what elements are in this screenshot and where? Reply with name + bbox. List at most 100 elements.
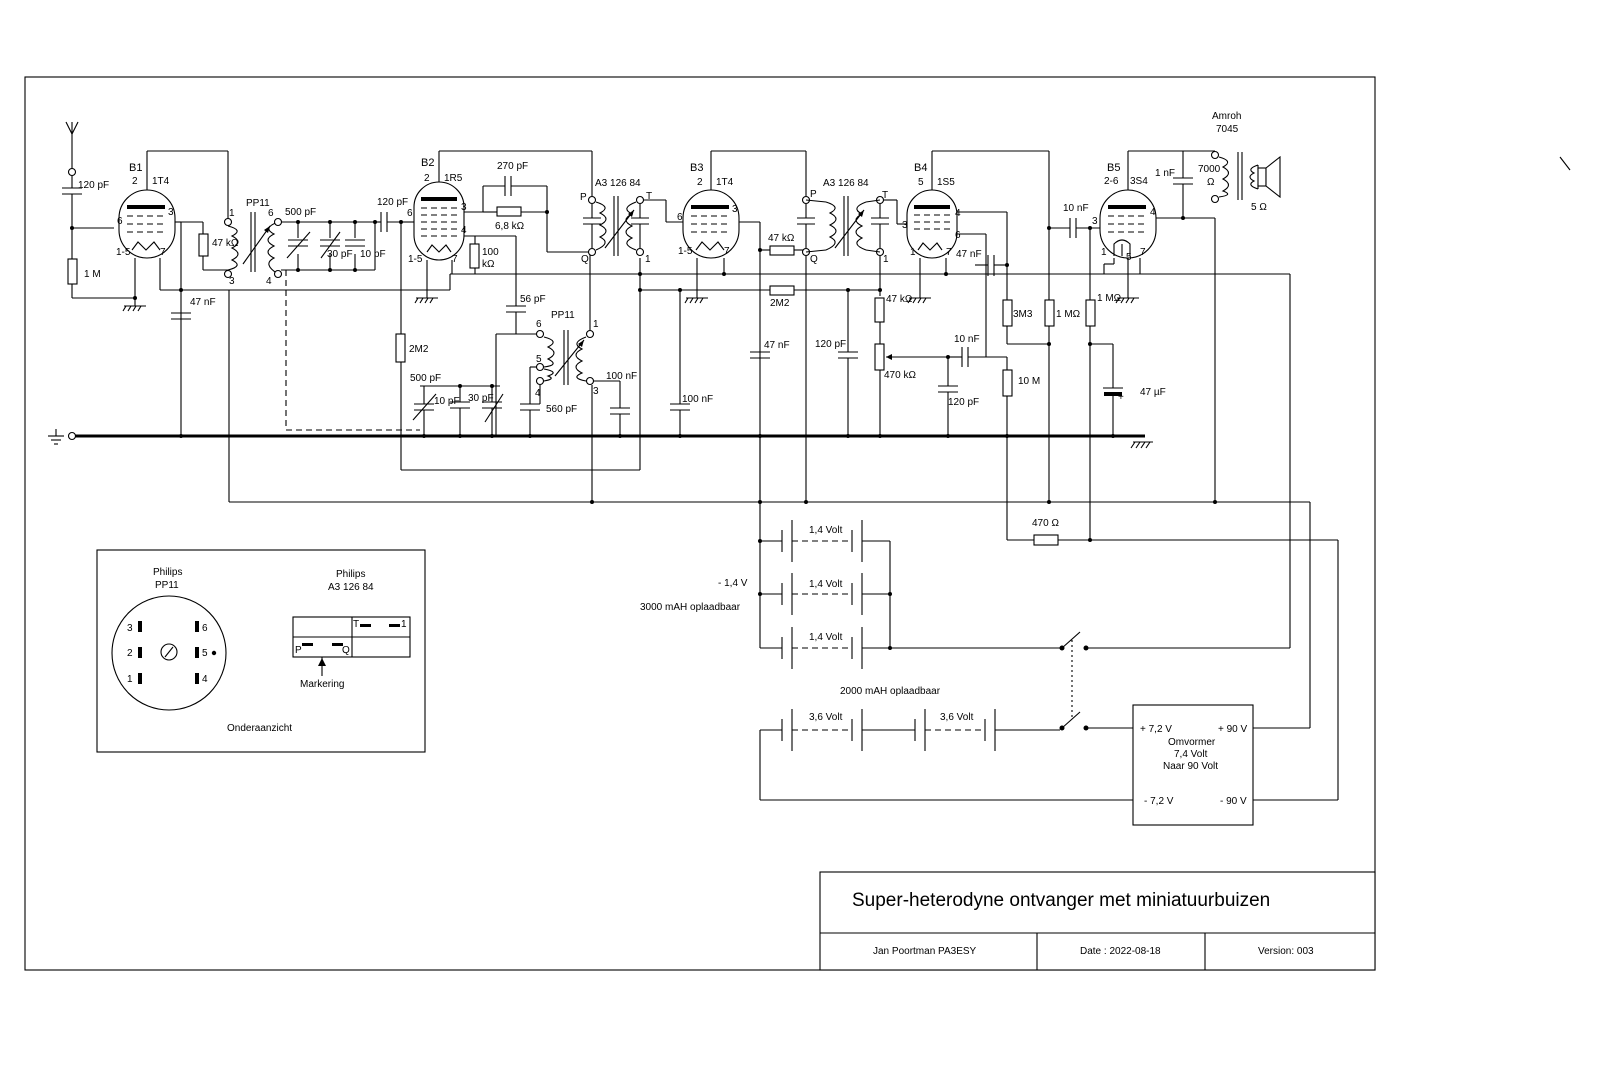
battery-3v6-1 [760,709,915,751]
tube-b4-pin-g: 7 [946,247,952,258]
label-c47nf-2: 47 nF [764,340,790,351]
legend-if-type: A3 126 84 [328,582,374,593]
label-r10m: 10 M [1018,376,1040,387]
label-c120pf-2: 120 pF [377,197,408,208]
tube-b4-pin-right: 4 [955,208,961,219]
label-r2m2-b: 2M2 [770,298,790,309]
pp11a-pin-6: 6 [268,208,274,219]
label-battery-2: 1,4 Volt [809,579,843,590]
resistor-6k8 [496,206,522,217]
ground-b3 [684,297,708,304]
label-r1m: 1 M [84,269,101,280]
label-r3m3: 3M3 [1013,309,1033,320]
tube-b3-pin-left: 6 [677,212,683,223]
label-converter-p90: + 90 V [1218,724,1248,735]
output-transformer [1218,152,1259,200]
drawing-date: Date : 2022-08-18 [1080,946,1161,957]
label-converter-p72: + 7,2 V [1140,724,1172,735]
socket-pin-6: 6 [202,623,208,634]
label-r47k-3: 47 kΩ [886,294,913,305]
if1-pin-t: T [646,191,652,202]
socket-pin-5: 5 [202,648,208,659]
label-minus-1v4: - 1,4 V [718,578,748,589]
label-pp11-b: PP11 [551,310,575,321]
label-r470: 470 Ω [1032,518,1059,529]
label-z7000-unit: Ω [1207,177,1215,188]
resistor-1m [67,258,78,285]
resistor-470 [1033,534,1059,546]
label-converter-m90: - 90 V [1220,796,1247,807]
label-battery-1: 1,4 Volt [809,525,843,536]
ground-b5 [1115,297,1139,304]
label-c47nf-3: 47 nF [956,249,982,260]
label-z5: 5 Ω [1251,202,1267,213]
legend-bottom-view: Onderaanzicht [227,723,292,734]
tube-b2-pin-right: 3 [461,202,467,213]
tube-b3-pin-right: 3 [732,204,738,215]
tube-b5-pin-top: 2-6 [1104,176,1119,187]
label-c500pf-2: 500 pF [410,373,441,384]
label-c56pf: 56 pF [520,294,546,305]
label-r1m-2: 1 MΩ [1056,309,1081,320]
label-r47k-2: 47 kΩ [768,233,795,244]
legend-if-1: 1 [401,619,407,630]
label-capacity-3000: 3000 mAH oplaadbaar [640,602,741,613]
tube-b5-ref: B5 [1107,162,1120,174]
label-r1m-3: 1 MΩ [1097,293,1122,304]
label-c100nf-1: 100 nF [606,371,637,382]
tube-b1-pin-left: 6 [117,216,123,227]
if1-pin-p: P [580,192,587,203]
label-c100nf-2: 100 nF [682,394,713,405]
label-converter-m72: - 7,2 V [1144,796,1174,807]
if1-pin-q: Q [581,254,589,265]
resistor-1m-3 [1085,299,1096,327]
tube-b1-ref: B1 [129,162,142,174]
tube-b4-type: 1S5 [937,177,955,188]
label-c47uf: 47 µF [1140,387,1166,398]
resistor-3m3 [1002,299,1013,327]
drawing-version: Version: 003 [1258,946,1314,957]
label-battery-3v6-1: 3,6 Volt [809,712,843,723]
drawing-title: Super-heterodyne ontvanger met miniatuur… [852,890,1270,911]
speaker-icon [1257,155,1281,199]
converter-box [1132,704,1254,826]
tube-b3-pin-fil: 1-5 [678,246,693,257]
battery-1v4-3 [760,627,1060,669]
label-r6k8: 6,8 kΩ [495,221,525,232]
tube-b3 [682,189,740,259]
tube-b4 [906,189,958,259]
legend-marker: Markering [300,679,344,690]
ground-symbol-right [1130,441,1153,449]
label-converter-2: 7,4 Volt [1174,749,1208,760]
socket-pin-3: 3 [127,623,133,634]
label-converter-3: Naar 90 Volt [1163,761,1218,772]
legend-if-t: T [353,619,359,630]
battery-3v6-2 [914,709,1060,751]
if1-pin-1: 1 [645,254,651,265]
resistor-100k [469,243,480,269]
legend-pp11-brand: Philips [153,567,182,578]
if2-pin-q: Q [810,254,818,265]
pp11b-pin-5: 5 [536,354,542,365]
if2-pin-t: T [882,190,888,201]
antenna-symbol [65,121,79,177]
tube-b4-pin-right2: 6 [955,230,961,241]
title-block [819,871,1376,971]
label-amroh: Amroh [1212,111,1241,122]
tube-b4-pin-fil: 1 [910,247,916,258]
tube-b4-pin-left: 3 [902,220,908,231]
resistor-2m2-a [395,333,406,363]
drawing-frame [24,76,1376,971]
label-c120pf-3: 120 pF [815,339,846,350]
label-c560pf: 560 pF [546,404,577,415]
label-if-transformer-2: A3 126 84 [823,178,869,189]
socket-pin-4: 4 [202,674,208,685]
label-c120pf-ant: 120 pF [78,180,109,191]
label-battery-3: 1,4 Volt [809,632,843,643]
tube-b3-pin-top: 2 [697,177,703,188]
label-c30pf-2: 30 pF [468,393,494,404]
label-c47nf-1: 47 nF [190,297,216,308]
tube-b2-pin-left: 6 [407,208,413,219]
battery-1v4-1 [760,520,890,562]
